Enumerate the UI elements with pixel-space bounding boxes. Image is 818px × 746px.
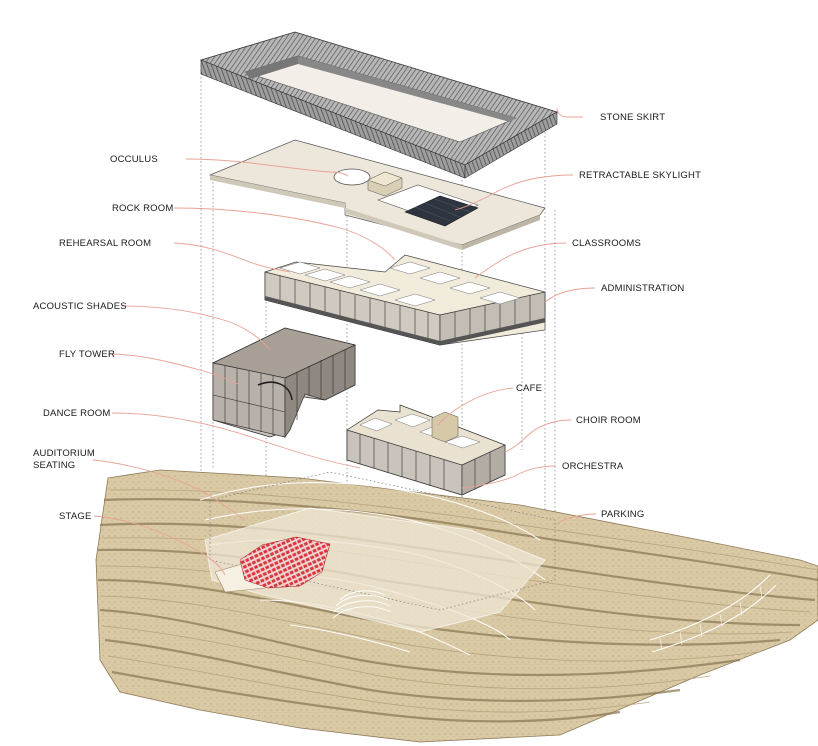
label-administration: ADMINISTRATION (601, 283, 684, 294)
labels: STONE SKIRT OCCULUS RETRACTABLE SKYLIGHT… (33, 112, 701, 522)
label-dance-room: DANCE ROOM (43, 408, 110, 419)
label-acoustic-shades: ACOUSTIC SHADES (33, 301, 127, 312)
label-retractable-skylight: RETRACTABLE SKYLIGHT (579, 170, 701, 181)
classroom-level (264, 254, 546, 346)
label-auditorium-seating-line2: SEATING (33, 460, 75, 471)
label-rock-room: ROCK ROOM (112, 203, 173, 214)
label-choir-room: CHOIR ROOM (576, 415, 641, 426)
label-stage: STAGE (59, 511, 92, 522)
label-parking: PARKING (601, 509, 644, 520)
roof-plate (208, 139, 546, 250)
label-stone-skirt: STONE SKIRT (600, 112, 665, 123)
leader-lines (92, 107, 597, 576)
label-cafe: CAFE (516, 383, 542, 394)
terrain (95, 469, 818, 743)
label-orchestra: ORCHESTRA (562, 461, 624, 472)
label-classrooms: CLASSROOMS (572, 238, 641, 249)
label-rehearsal-room: REHEARSAL ROOM (59, 238, 151, 249)
fly-tower-block (211, 327, 357, 439)
label-fly-tower: FLY TOWER (59, 349, 115, 360)
label-occulus: OCCULUS (110, 154, 158, 165)
cafe-choir-block (346, 404, 506, 496)
label-auditorium-seating-line1: AUDITORIUM (33, 448, 95, 459)
stone-skirt (199, 31, 558, 179)
